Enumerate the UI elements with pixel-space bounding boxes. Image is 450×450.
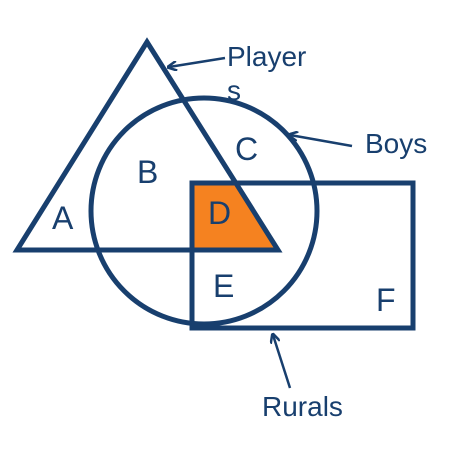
- players-arrow: [169, 56, 226, 67]
- boys-label: Boys: [365, 128, 427, 159]
- region-label-f: F: [376, 282, 396, 318]
- players-label: Player: [227, 41, 306, 72]
- boys-arrow: [290, 135, 353, 148]
- rurals-rectangle: [189, 180, 416, 331]
- players-label-wrap: s: [227, 75, 241, 106]
- players-triangle: [12, 37, 283, 253]
- highlight-region-d: [192, 183, 275, 250]
- region-label-d: D: [208, 195, 231, 231]
- region-label-b: B: [137, 154, 158, 190]
- region-label-e: E: [213, 268, 234, 304]
- region-label-c: C: [235, 131, 258, 167]
- rurals-label: Rurals: [262, 391, 343, 422]
- rurals-arrow: [273, 335, 292, 389]
- boys-circle: [88, 95, 320, 327]
- region-label-a: A: [52, 200, 74, 236]
